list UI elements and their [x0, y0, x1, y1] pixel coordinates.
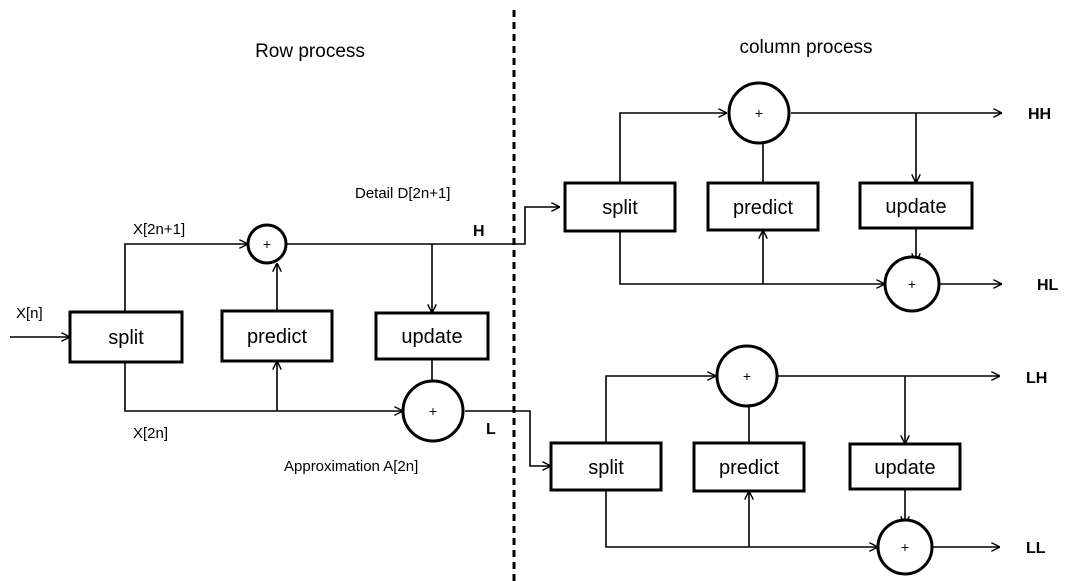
row-predict-adder	[246, 223, 288, 265]
bottom-predict-label: predict	[719, 457, 779, 479]
bottom-update-label: update	[874, 457, 935, 479]
top-update-label: update	[885, 196, 946, 218]
detail-label: Detail D[2n+1]	[355, 185, 450, 202]
top-split-label: split	[602, 197, 638, 219]
row-process-stage: X[n] X[2n+1] X[2n] split predict update …	[10, 185, 560, 475]
hh-label: HH	[1028, 106, 1051, 123]
row-split-label: split	[108, 327, 144, 349]
even-samples-label: X[2n]	[133, 425, 168, 442]
lh-label: LH	[1026, 370, 1047, 387]
bottom-predict-adder-sign: +	[743, 368, 751, 384]
top-predict-label: predict	[733, 197, 793, 219]
row-predict-block	[220, 309, 334, 363]
top-predict-adder-sign: +	[755, 105, 763, 121]
top-update-adder-sign: +	[908, 276, 916, 292]
row-predict-adder-sign: +	[263, 236, 271, 252]
column-process-top-stage: split predict update + + HH HL	[563, 81, 1059, 313]
row-update-adder	[401, 379, 465, 443]
top-update-block	[858, 181, 974, 230]
odd-branch-wire	[124, 244, 248, 312]
l-band-label: L	[486, 421, 496, 438]
column-process-bottom-stage: split predict update + + LH LL	[549, 344, 1047, 576]
ll-label: LL	[1026, 540, 1046, 557]
top-predict-block	[706, 181, 820, 232]
approx-l-wire	[465, 410, 551, 466]
approximation-label: Approximation A[2n]	[284, 458, 418, 475]
bottom-split-block	[549, 441, 663, 492]
top-even-wire	[619, 231, 885, 284]
detail-h-wire	[286, 207, 560, 245]
bottom-even-wire	[605, 490, 878, 547]
bottom-update-block	[848, 442, 962, 491]
bottom-update-adder-sign: +	[901, 539, 909, 555]
even-branch-wire	[124, 362, 403, 411]
top-update-adder	[883, 255, 941, 313]
row-update-adder-sign: +	[429, 403, 437, 419]
hl-label: HL	[1037, 277, 1059, 294]
column-process-title: column process	[739, 37, 872, 58]
bottom-predict-adder	[715, 344, 779, 408]
row-process-title: Row process	[255, 41, 365, 62]
bottom-odd-wire	[605, 376, 716, 443]
row-split-block	[68, 310, 184, 364]
input-label: X[n]	[16, 305, 43, 322]
row-predict-label: predict	[247, 326, 307, 348]
h-band-label: H	[473, 223, 485, 240]
odd-samples-label: X[2n+1]	[133, 221, 185, 238]
bottom-split-label: split	[588, 457, 624, 479]
row-update-block	[374, 311, 490, 361]
bottom-predict-block	[692, 441, 806, 493]
bottom-update-adder	[876, 518, 934, 576]
row-update-label: update	[401, 326, 462, 348]
top-split-block	[563, 181, 677, 233]
top-predict-adder	[727, 81, 791, 145]
top-odd-wire	[619, 113, 727, 183]
